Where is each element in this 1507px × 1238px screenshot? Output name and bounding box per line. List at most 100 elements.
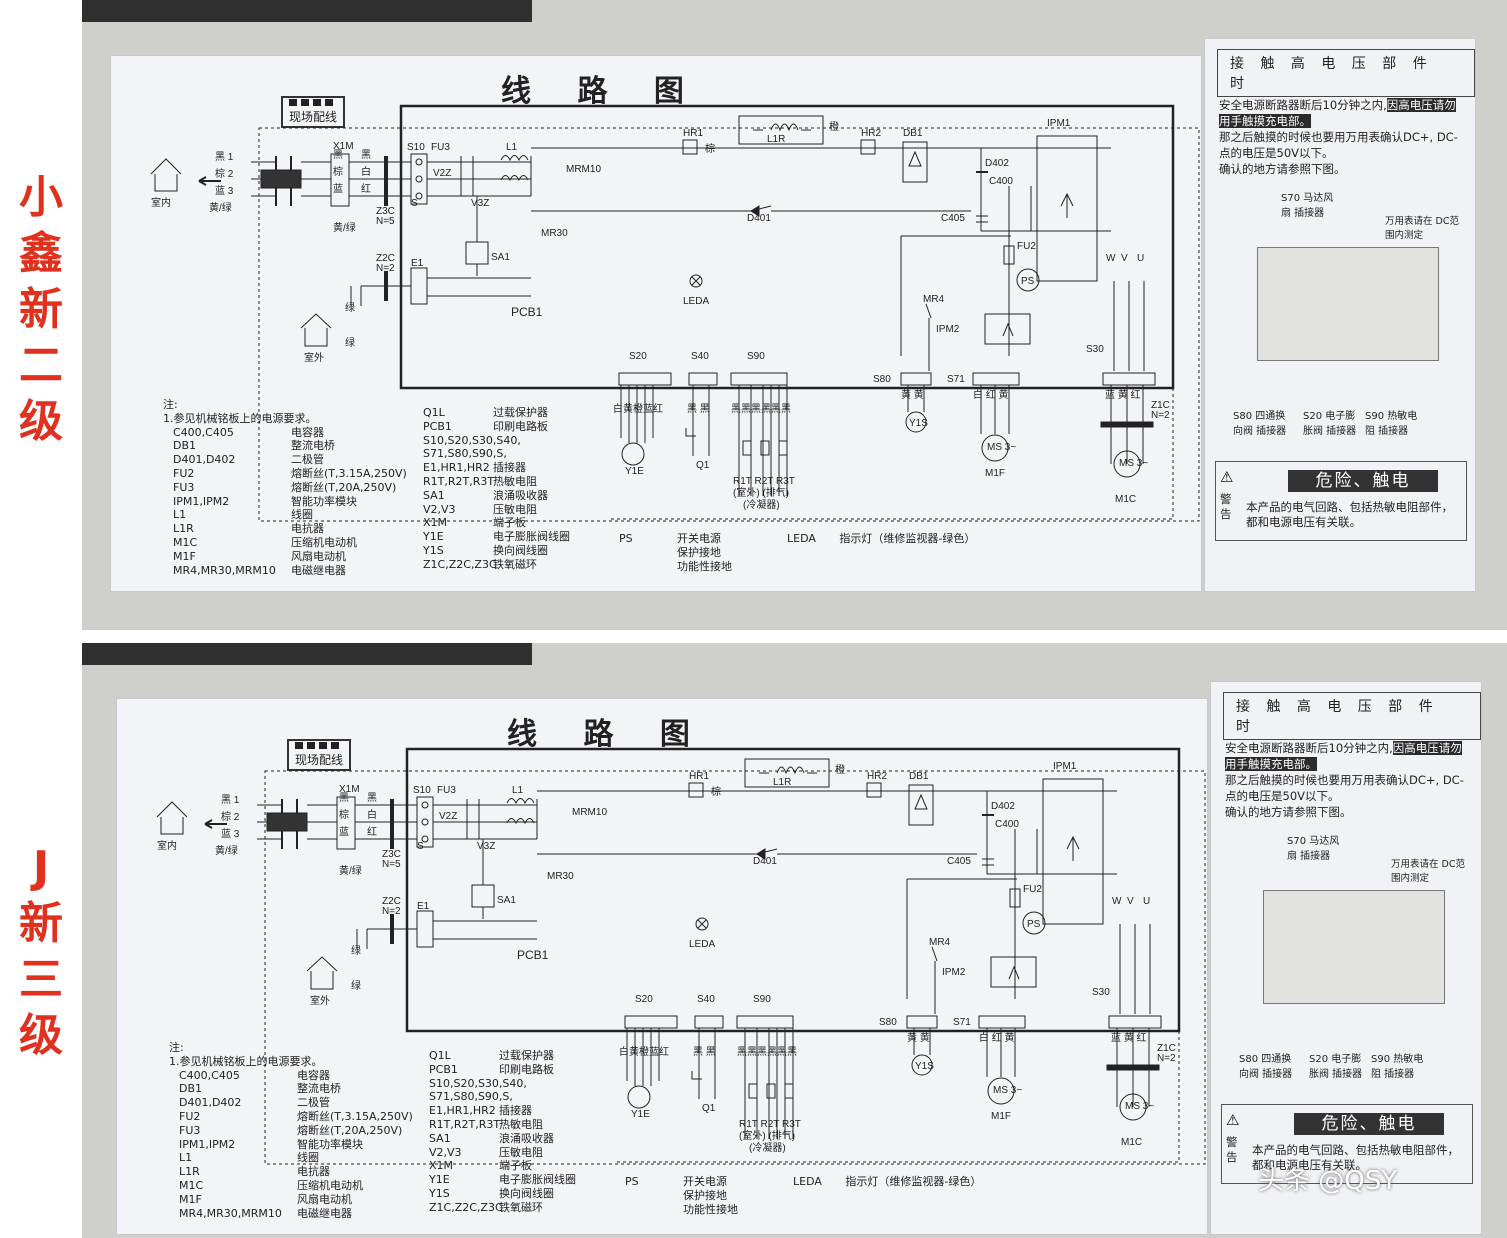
svg-text:R1T R2T R3T: R1T R2T R3T	[739, 1119, 801, 1130]
svg-text:MS 3~: MS 3~	[1119, 458, 1148, 469]
svg-text:FU2: FU2	[1023, 884, 1042, 895]
svg-text:MRM10: MRM10	[572, 807, 607, 818]
svg-text:S80: S80	[873, 374, 891, 385]
svg-text:Y1S: Y1S	[909, 418, 928, 429]
svg-text:S90: S90	[753, 994, 771, 1005]
svg-text:MR4: MR4	[923, 294, 945, 305]
felt-strip	[82, 643, 532, 665]
svg-text:FU3: FU3	[437, 785, 456, 796]
svg-text:U: U	[1143, 896, 1150, 907]
diagram.legend1-value: 整流电桥	[297, 1082, 341, 1096]
svg-text:IPM1: IPM1	[1053, 761, 1077, 772]
side-panel-title: 接 触 高 电 压 部 件 时	[1217, 49, 1475, 97]
svg-text:Z3C: Z3C	[382, 849, 401, 860]
outdoor-label: 室外	[310, 994, 330, 1007]
svg-text:M1F: M1F	[985, 468, 1005, 479]
svg-text:蓝 3: 蓝 3	[221, 828, 240, 840]
diagram.legend1-key: M1F	[179, 1192, 202, 1206]
diagram.legend2-key: Y1E	[423, 530, 444, 544]
diagram.legend2-key: Z1C,Z2C,Z3C	[429, 1200, 503, 1214]
svg-text:黑 黑: 黑 黑	[687, 403, 710, 415]
svg-text:(室外) (排气): (室外) (排气)	[739, 1129, 795, 1142]
svg-text:白黄橙蓝红: 白黄橙蓝红	[613, 402, 663, 415]
svg-text:红: 红	[367, 825, 377, 838]
felt-strip	[82, 0, 532, 22]
svg-text:黑: 黑	[333, 149, 343, 161]
legend-leda: LEDA 指示灯（维修监视器-绿色）	[787, 532, 976, 545]
diagram.legend2-key: X1M	[423, 516, 448, 530]
svg-text:M1C: M1C	[1115, 494, 1136, 505]
svg-text:白黄橙蓝红: 白黄橙蓝红	[619, 1045, 669, 1058]
diagram.legend1-key: D401,D402	[173, 453, 236, 467]
svg-text:N=2: N=2	[376, 263, 395, 274]
svg-text:MR30: MR30	[541, 228, 568, 239]
svg-text:蓝 3: 蓝 3	[215, 185, 234, 197]
svg-text:V3Z: V3Z	[477, 841, 495, 852]
diagram.legend2-row: S71,S80,S90,S,	[423, 447, 570, 461]
svg-text:蓝 黄 红: 蓝 黄 红	[1105, 388, 1141, 401]
svg-text:FU3: FU3	[431, 142, 450, 153]
indoor-house-icon	[150, 158, 182, 192]
diagram.legend3-key	[619, 546, 677, 560]
svg-text:蓝 黄 红: 蓝 黄 红	[1111, 1031, 1147, 1044]
diagram.legend1-key: L1	[179, 1151, 193, 1165]
diagram.legend1-value: 电磁继电器	[297, 1206, 352, 1220]
diagram.legend2-key: Y1S	[429, 1186, 450, 1200]
svg-text:C400: C400	[989, 176, 1013, 187]
svg-text:L1: L1	[512, 785, 524, 796]
diagram.legend2-key: E1,HR1,HR2	[429, 1104, 496, 1118]
diagram.legend2-value: 印刷电路板	[499, 1062, 554, 1076]
diagram.legend3-value: 开关电源	[677, 532, 721, 545]
diagram.legend1-value: 线圈	[297, 1151, 319, 1165]
svg-text:IPM2: IPM2	[936, 324, 960, 335]
svg-text:S30: S30	[1092, 987, 1110, 998]
diagram.legend2-value: 铁氧磁环	[499, 1200, 543, 1214]
svg-text:黑: 黑	[367, 792, 377, 804]
diagram.legend2-value: 过载保护器	[499, 1049, 554, 1062]
svg-text:Q1: Q1	[702, 1103, 716, 1114]
diagram.legend1-key: DB1	[173, 439, 197, 453]
diagram.legend2-value: 插接器	[493, 461, 526, 475]
diagram.legend1-row: L1 线圈	[179, 1151, 413, 1165]
svg-text:黄/绿: 黄/绿	[339, 864, 362, 877]
diagram.legend1-value: 电抗器	[291, 522, 324, 536]
indoor-label: 室内	[157, 839, 177, 852]
wiring-diagram: 室内 室外 黑 1 棕 2 蓝 3 黄/绿 黑 棕 蓝 黑 白 红 黄/绿 绿 …	[156, 747, 1206, 1165]
diagram-title: 线 路 图	[501, 74, 702, 109]
diagram.legend1-key: M1C	[179, 1178, 204, 1192]
diagram.legend2-value: 换向阀线圈	[499, 1186, 554, 1200]
badge-stripe-icon	[289, 99, 338, 106]
svg-text:黑 黑: 黑 黑	[693, 1046, 716, 1058]
diagram.legend3-row: 功能性接地	[625, 1203, 738, 1217]
diagram.legend1-key: FU3	[173, 480, 195, 494]
svg-text:HR1: HR1	[683, 128, 703, 139]
diagram.legend1-value: 二极管	[297, 1096, 330, 1110]
diagram.legend1-key: L1R	[179, 1165, 200, 1179]
svg-text:白: 白	[367, 808, 377, 821]
diagram.legend2-key: E1,HR1,HR2	[423, 461, 490, 475]
diagram-title: 线 路 图	[507, 717, 708, 752]
diagram.legend3-row: 功能性接地	[619, 560, 732, 574]
svg-text:V: V	[1121, 253, 1128, 264]
svg-text:R1T R2T R3T: R1T R2T R3T	[733, 476, 795, 487]
diagram.legend3-value: 功能性接地	[677, 559, 732, 573]
diagram.legend2-row: S71,S80,S90,S,	[429, 1090, 576, 1104]
svg-text:C405: C405	[941, 213, 965, 224]
diagram.legend1-value: 熔断丝(T,3.15A,250V)	[297, 1109, 413, 1123]
danger-warning-box: ⚠ 警告 危险、触电 本产品的电气回路、包括热敏电阻部件，都和电源电压有关联。	[1215, 461, 1467, 541]
svg-text:SA1: SA1	[497, 895, 516, 906]
svg-text:Y1E: Y1E	[625, 466, 644, 477]
svg-text:绿: 绿	[345, 336, 355, 349]
svg-text:黄/绿: 黄/绿	[215, 844, 238, 857]
